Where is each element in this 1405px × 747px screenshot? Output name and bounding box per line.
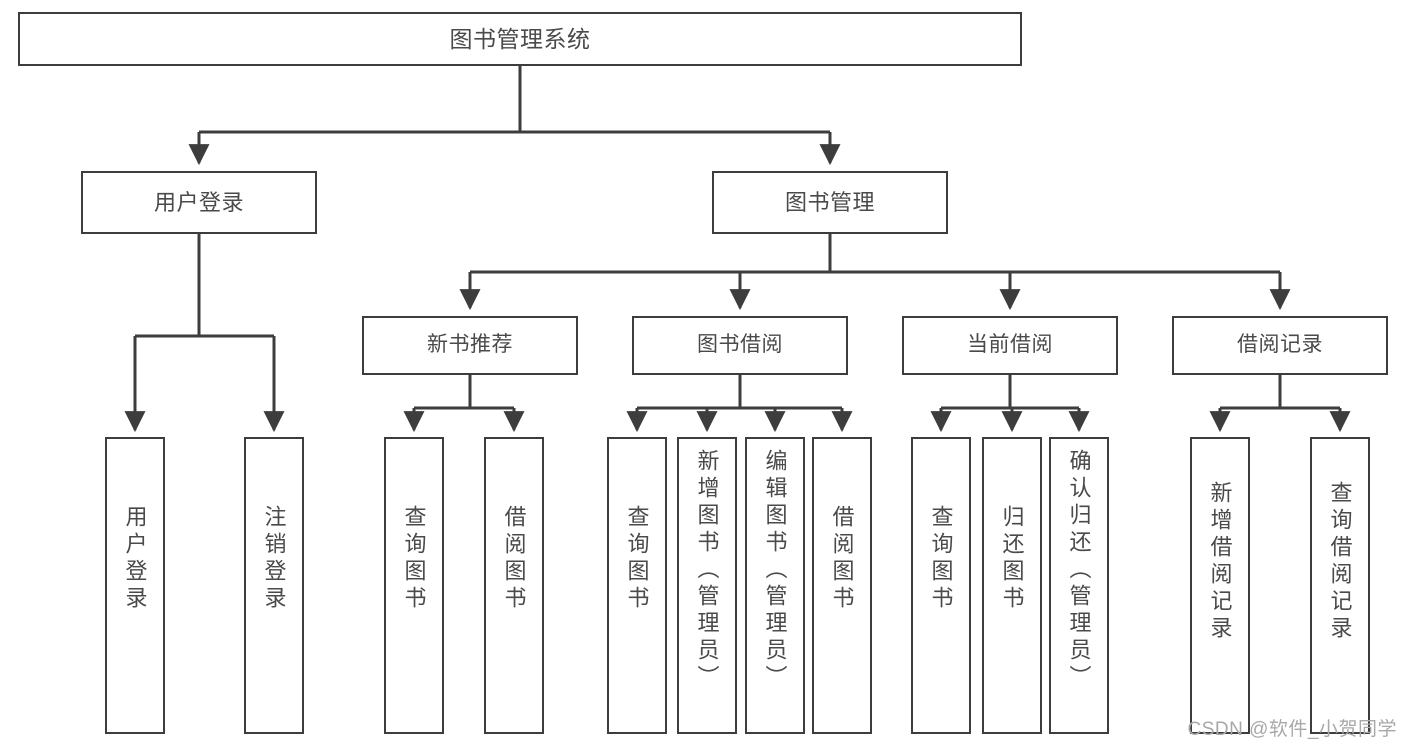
leaf-current-query-book[interactable]: 查询图书 [911,437,971,734]
leaf-borrow-edit-book-admin[interactable]: 编辑图书（管理员） [745,437,805,734]
leaf-borrow-add-book-admin[interactable]: 新增图书（管理员） [677,437,737,734]
node-label: 查询借阅记录 [1327,481,1353,643]
node-label: 查询图书 [624,505,650,613]
node-label: 当前借阅 [967,333,1053,357]
node-current-borrow[interactable]: 当前借阅 [902,316,1118,375]
leaf-user-login-logout[interactable]: 注销登录 [244,437,304,734]
leaf-borrow-borrow-book[interactable]: 借阅图书 [812,437,872,734]
node-label: 新增图书（管理员） [694,449,720,692]
leaf-user-login-login[interactable]: 用户登录 [105,437,165,734]
node-label: 归还图书 [999,505,1025,613]
node-label: 新增借阅记录 [1207,481,1233,643]
node-label: 编辑图书（管理员） [762,449,788,692]
node-label: 新书推荐 [427,333,513,357]
node-label: 借阅图书 [829,505,855,613]
node-new-book-recommend[interactable]: 新书推荐 [362,316,578,375]
node-label: 确认归还（管理员） [1066,449,1092,692]
leaf-current-confirm-return-admin[interactable]: 确认归还（管理员） [1049,437,1109,734]
node-label: 查询图书 [928,505,954,613]
node-root-system[interactable]: 图书管理系统 [18,12,1022,66]
leaf-new-book-query[interactable]: 查询图书 [384,437,444,734]
leaf-record-query-record[interactable]: 查询借阅记录 [1310,437,1370,734]
leaf-new-book-borrow[interactable]: 借阅图书 [484,437,544,734]
node-user-login[interactable]: 用户登录 [81,171,317,234]
node-label: 借阅记录 [1237,333,1323,357]
watermark: CSDN @软件_小贺同学 [1187,719,1397,740]
node-label: 用户登录 [122,505,148,613]
node-label: 查询图书 [401,505,427,613]
leaf-borrow-query-book[interactable]: 查询图书 [607,437,667,734]
node-book-management[interactable]: 图书管理 [712,171,948,234]
node-borrow-record[interactable]: 借阅记录 [1172,316,1388,375]
node-label: 用户登录 [153,189,244,215]
node-label: 图书管理系统 [449,25,591,52]
node-label: 图书借阅 [697,333,783,357]
node-label: 图书管理 [784,189,875,215]
leaf-current-return-book[interactable]: 归还图书 [982,437,1042,734]
node-label: 注销登录 [261,505,287,613]
node-book-borrow[interactable]: 图书借阅 [632,316,848,375]
node-label: 借阅图书 [501,505,527,613]
leaf-record-add-record[interactable]: 新增借阅记录 [1190,437,1250,734]
